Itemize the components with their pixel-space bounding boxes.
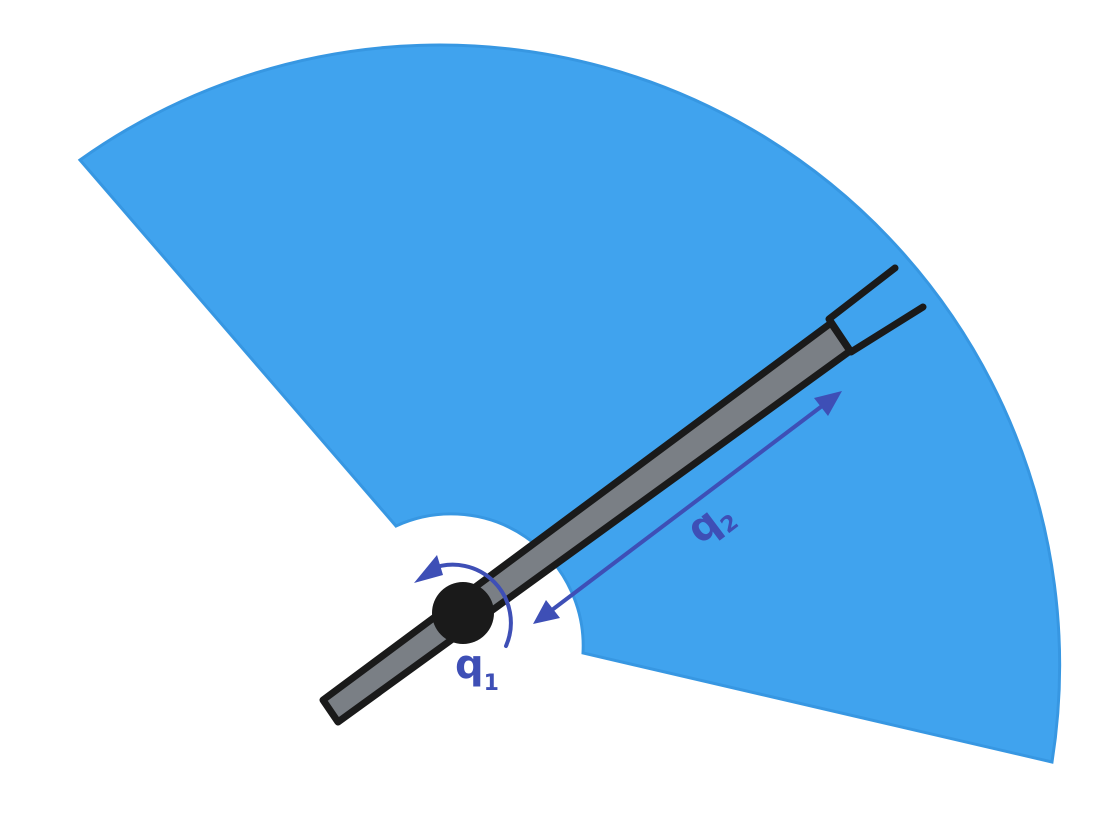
rotation-arrow-q1 <box>414 555 513 648</box>
label-q1-main: q <box>455 642 484 688</box>
rotation-arrowhead <box>414 555 443 583</box>
label-q1: q1 <box>455 642 499 696</box>
workspace-region <box>77 43 1062 764</box>
extension-arrowhead-end <box>814 391 842 416</box>
revolute-joint <box>432 582 494 644</box>
label-q1-sub: 1 <box>484 671 499 696</box>
extension-arrow-q2 <box>533 391 842 624</box>
extension-arrowhead-start <box>533 600 560 624</box>
gripper <box>825 264 927 356</box>
